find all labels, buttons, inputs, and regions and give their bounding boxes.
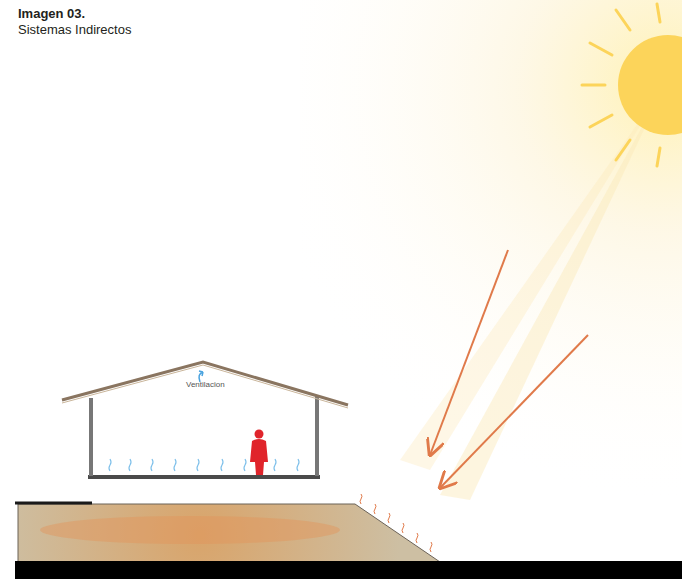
ground-line — [15, 502, 92, 505]
sun — [582, 4, 682, 166]
heat-zone — [40, 516, 340, 544]
solar-ray — [440, 335, 588, 488]
heat-flow — [360, 494, 432, 552]
light-beam — [440, 85, 665, 500]
solar-ray — [430, 250, 508, 455]
figure-title: Imagen 03. — [18, 6, 85, 21]
ground-base — [15, 561, 682, 579]
ground-slab — [18, 504, 440, 562]
heat-flow — [109, 459, 299, 471]
ventilation-label: Ventilacion — [186, 380, 225, 389]
person — [250, 430, 268, 476]
house — [62, 362, 348, 479]
light-beam — [400, 85, 665, 470]
figure-subtitle: Sistemas Indirectos — [18, 22, 131, 37]
